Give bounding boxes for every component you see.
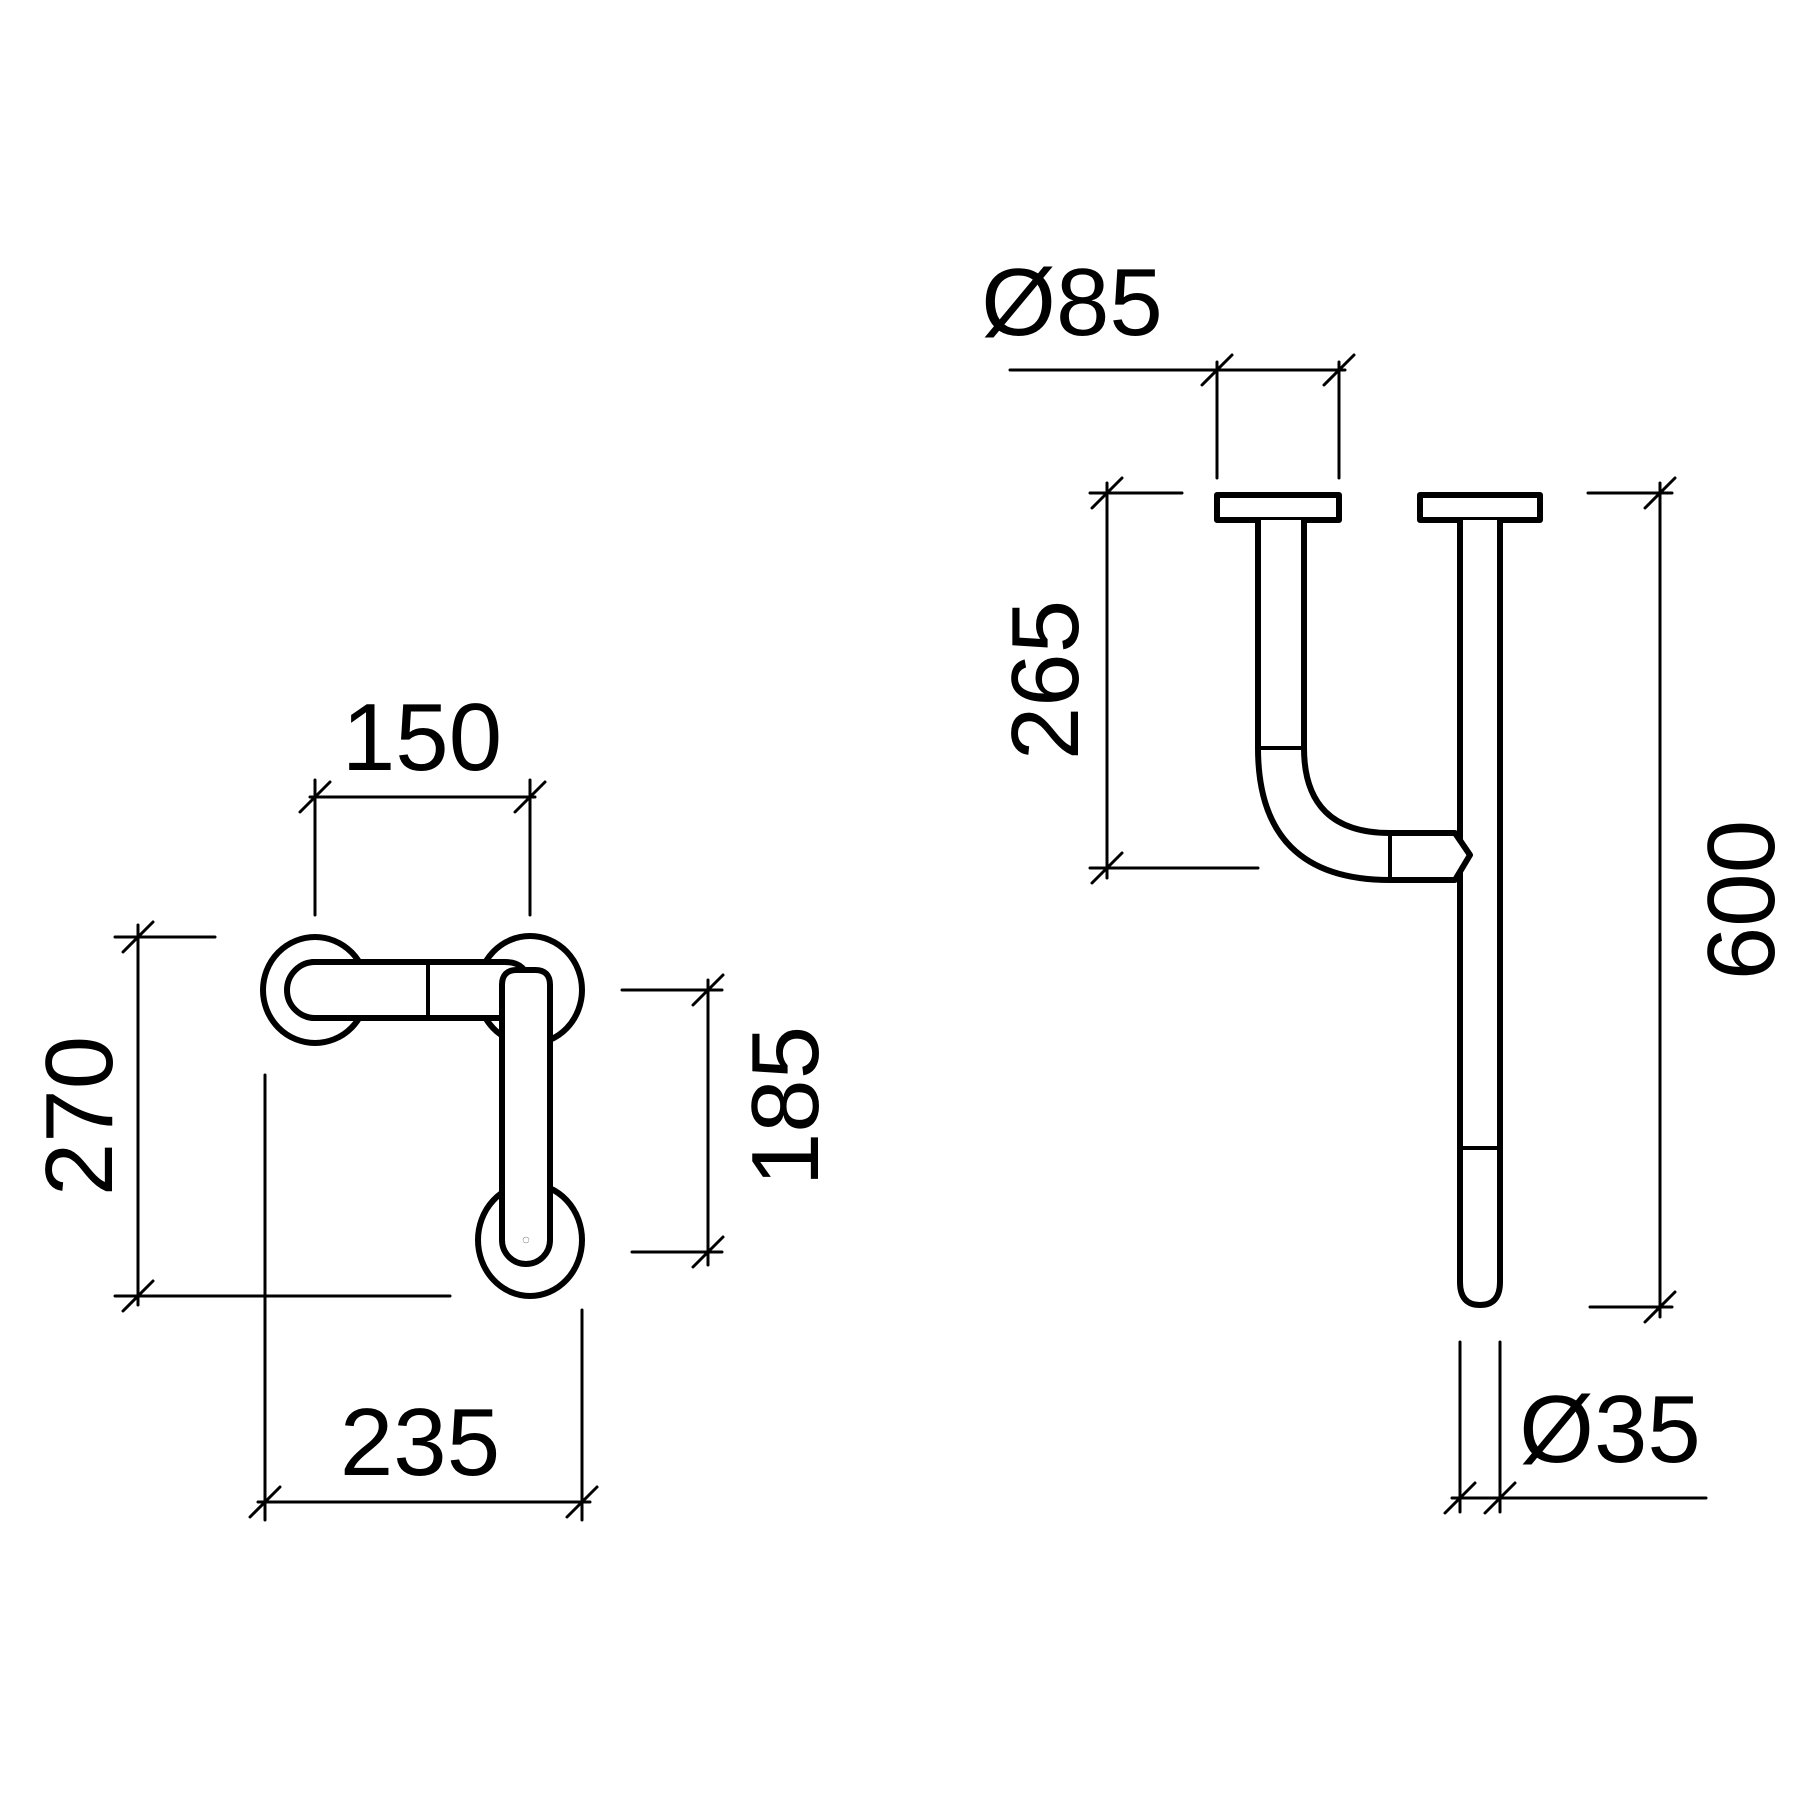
dim-d35 [1443, 1340, 1708, 1515]
side-elbow-tube [1255, 517, 1473, 883]
plan-view: 150 235 270 185 [26, 684, 839, 1522]
dim-d85 [1008, 353, 1356, 480]
side-right-flange [1417, 492, 1543, 523]
dim-185 [620, 973, 725, 1269]
dim-d35-label: Ø35 [1519, 1376, 1700, 1483]
dim-150 [298, 778, 547, 917]
dim-d85-label: Ø85 [981, 249, 1162, 356]
dim-185-label: 185 [732, 1026, 839, 1186]
dim-235-label: 235 [340, 1389, 500, 1496]
dim-150-label: 150 [342, 684, 502, 791]
dim-265-label: 265 [992, 600, 1099, 760]
dim-270 [113, 920, 452, 1313]
dim-265 [1088, 476, 1260, 885]
plan-horizontal-arm [284, 959, 531, 1021]
plan-vertical-arm [499, 967, 553, 1267]
side-view: Ø85 265 600 Ø35 [981, 249, 1795, 1515]
dim-600 [1586, 476, 1677, 1324]
dim-600-label: 600 [1688, 820, 1795, 980]
side-main-tube [1457, 517, 1503, 1308]
side-left-flange [1214, 492, 1342, 523]
dim-270-label: 270 [26, 1036, 133, 1196]
